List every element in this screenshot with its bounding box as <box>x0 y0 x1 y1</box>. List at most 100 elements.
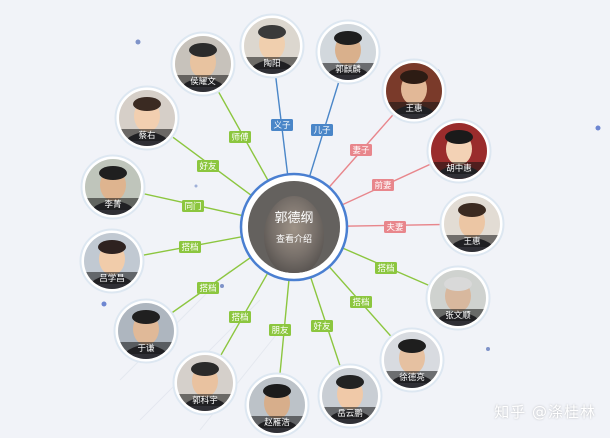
edge-label-badge <box>311 320 333 332</box>
person-name: 赵雁浩 <box>264 417 290 428</box>
edge-label-badge <box>179 241 201 253</box>
person-name: 李菁 <box>104 199 122 210</box>
edge-label[interactable]: 好友 <box>311 320 333 332</box>
edge-label-badge <box>375 262 397 274</box>
person-photo <box>430 270 486 326</box>
edge-label[interactable]: 师傅 <box>229 131 251 143</box>
person-photo <box>322 368 378 424</box>
bg-dot <box>486 347 490 351</box>
edge-label[interactable]: 搭档 <box>375 262 397 274</box>
edge-label-badge <box>229 311 251 323</box>
person-node[interactable]: 王惠 <box>439 191 505 271</box>
edge-label-badge <box>350 144 372 156</box>
person-name: 王惠 <box>405 103 422 114</box>
person-name: 胡中惠 <box>446 163 472 174</box>
edge-label[interactable]: 儿子 <box>311 124 333 136</box>
person-node[interactable]: 蔡右 <box>114 85 180 165</box>
person-photo <box>177 355 233 411</box>
edge-label[interactable]: 搭档 <box>179 241 201 253</box>
edge-label-text: 义子 <box>273 121 291 131</box>
edge-label-text: 妻子 <box>352 145 370 156</box>
edge-label[interactable]: 搭档 <box>229 311 251 323</box>
person-node[interactable]: 王惠 <box>381 58 447 138</box>
edge-label-badge <box>269 324 291 336</box>
person-node[interactable]: 吕学昌 <box>79 228 145 308</box>
person-name: 郭科宇 <box>192 395 218 406</box>
person-node[interactable]: 陶阳 <box>239 13 305 93</box>
edge-label-text: 夫妻 <box>386 222 404 233</box>
person-photo <box>85 159 141 215</box>
person-name: 蔡右 <box>138 130 155 141</box>
person-node[interactable]: 岳云鹏 <box>317 363 383 438</box>
person-name: 吕学昌 <box>99 273 125 284</box>
person-photo <box>118 303 174 359</box>
edge-label-badge <box>197 282 219 294</box>
bg-dot <box>220 284 224 288</box>
edge-label-badge <box>197 160 219 172</box>
person-name: 于谦 <box>137 343 155 354</box>
person-node[interactable]: 徐德亮 <box>379 327 445 407</box>
edge-label-badge <box>271 119 293 131</box>
person-photo <box>175 36 231 92</box>
person-name: 徐德亮 <box>399 372 425 383</box>
person-name: 张文顺 <box>445 310 471 321</box>
person-photo <box>444 196 500 252</box>
edge-label-badge <box>229 131 251 143</box>
edge-label-text: 搭档 <box>181 242 198 253</box>
edge-labels: 师傅义子儿子妻子前妻夫妻搭档搭档好友朋友搭档搭档搭档同门好友 <box>179 119 406 336</box>
bg-dot <box>194 184 198 188</box>
edge-label[interactable]: 义子 <box>271 119 293 131</box>
edge-label-badge <box>311 124 333 136</box>
person-node[interactable]: 张文顺 <box>425 265 491 345</box>
person-node[interactable]: 郭麒麟 <box>315 19 381 99</box>
person-name: 王惠 <box>463 236 480 247</box>
person-name: 岳云鹏 <box>337 408 363 419</box>
person-name: 侯耀文 <box>190 76 216 87</box>
edge-label-badge <box>384 221 406 233</box>
edge-label[interactable]: 搭档 <box>197 282 219 294</box>
edge-label-text: 好友 <box>199 161 217 172</box>
edge-label-text: 同门 <box>184 201 201 212</box>
edge-label[interactable]: 朋友 <box>269 324 291 336</box>
edge-label-text: 朋友 <box>271 325 289 336</box>
person-node[interactable]: 郭科宇 <box>172 350 238 430</box>
bg-dot <box>101 301 107 307</box>
person-node[interactable]: 赵雁浩 <box>244 372 310 438</box>
edge-label-text: 搭档 <box>231 312 248 323</box>
person-photo <box>119 90 175 146</box>
view-intro-link[interactable]: 查看介绍 <box>276 233 312 245</box>
person-node[interactable]: 侯耀文 <box>170 31 236 111</box>
edge-label[interactable]: 同门 <box>182 200 204 212</box>
edge-label-badge <box>350 296 372 308</box>
edge-label-badge <box>182 200 204 212</box>
edge-label[interactable]: 夫妻 <box>384 221 406 233</box>
person-photo <box>384 332 440 388</box>
bg-dot <box>595 125 601 131</box>
person-photo <box>320 24 376 80</box>
edge-label[interactable]: 搭档 <box>350 296 372 308</box>
person-name: 陶阳 <box>263 58 280 69</box>
person-node[interactable]: 李菁 <box>80 154 146 234</box>
edge-label-text: 搭档 <box>377 263 394 274</box>
edge-label-text: 好友 <box>313 321 331 332</box>
person-photo <box>84 233 140 289</box>
watermark: 知乎 @涤桂林 <box>494 403 596 421</box>
person-node[interactable]: 于谦 <box>113 298 179 378</box>
edge-label-text: 前妻 <box>374 180 392 191</box>
person-photo <box>249 377 305 433</box>
person-node[interactable]: 胡中惠 <box>426 118 492 198</box>
center-name: 郭德纲 <box>274 210 313 226</box>
edge-label-text: 师傅 <box>231 132 249 143</box>
edge-label[interactable]: 前妻 <box>372 179 394 191</box>
edge-label-text: 搭档 <box>199 283 216 294</box>
center-portrait <box>248 181 340 273</box>
edge-label[interactable]: 妻子 <box>350 144 372 156</box>
edge-label[interactable]: 好友 <box>197 160 219 172</box>
edge-label-badge <box>372 179 394 191</box>
person-photo <box>244 18 300 74</box>
bg-dot <box>135 39 141 45</box>
edge-label-text: 儿子 <box>313 126 331 136</box>
center-node[interactable]: 郭德纲 查看介绍 <box>239 172 349 282</box>
